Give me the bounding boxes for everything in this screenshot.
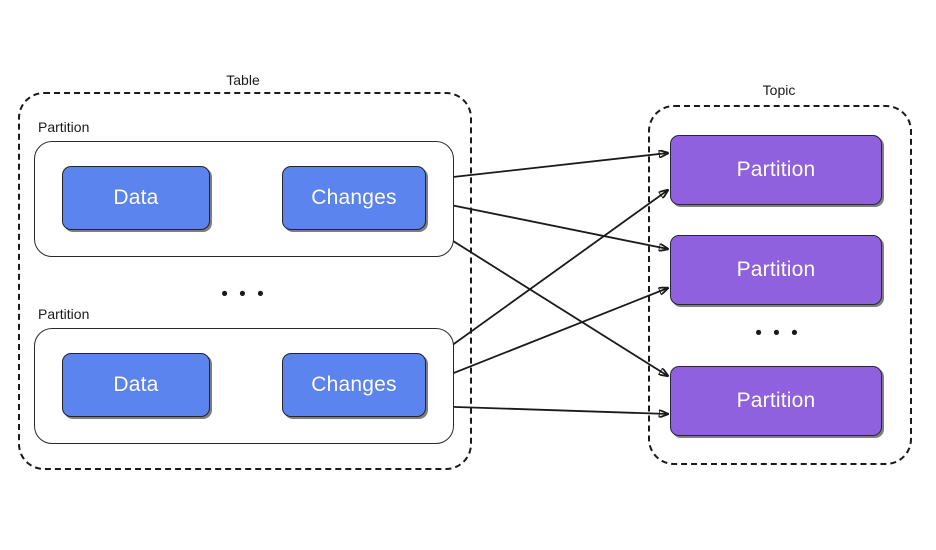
topic-partition-1-box[interactable]: Partition bbox=[670, 135, 882, 205]
topic-partition-1-label: Partition bbox=[736, 158, 816, 181]
table-partition-2-label: Partition bbox=[38, 306, 90, 322]
topic-group-ellipsis: • • • bbox=[755, 323, 801, 344]
topic-partition-2-label: Partition bbox=[736, 258, 816, 281]
table-group-label: Table bbox=[226, 72, 260, 88]
topic-partition-2-box[interactable]: Partition bbox=[670, 235, 882, 305]
table-partition-1-data-label: Data bbox=[113, 186, 159, 209]
table-partition-2-data-label: Data bbox=[113, 373, 159, 396]
table-partition-1-changes-label: Changes bbox=[311, 186, 397, 209]
table-partition-2-changes-label: Changes bbox=[311, 373, 397, 396]
topic-partition-3-label: Partition bbox=[736, 389, 816, 412]
topic-partition-3-box[interactable]: Partition bbox=[670, 366, 882, 436]
table-partition-2-changes-box[interactable]: Changes bbox=[282, 353, 426, 417]
table-partition-1-data-box[interactable]: Data bbox=[62, 166, 210, 230]
table-group-container bbox=[18, 92, 472, 470]
table-partition-2-data-box[interactable]: Data bbox=[62, 353, 210, 417]
table-partition-1-changes-box[interactable]: Changes bbox=[282, 166, 426, 230]
table-group-ellipsis: • • • bbox=[221, 284, 267, 305]
topic-group-container bbox=[648, 105, 912, 465]
topic-group-label: Topic bbox=[762, 82, 796, 98]
table-partition-1-label: Partition bbox=[38, 119, 90, 135]
